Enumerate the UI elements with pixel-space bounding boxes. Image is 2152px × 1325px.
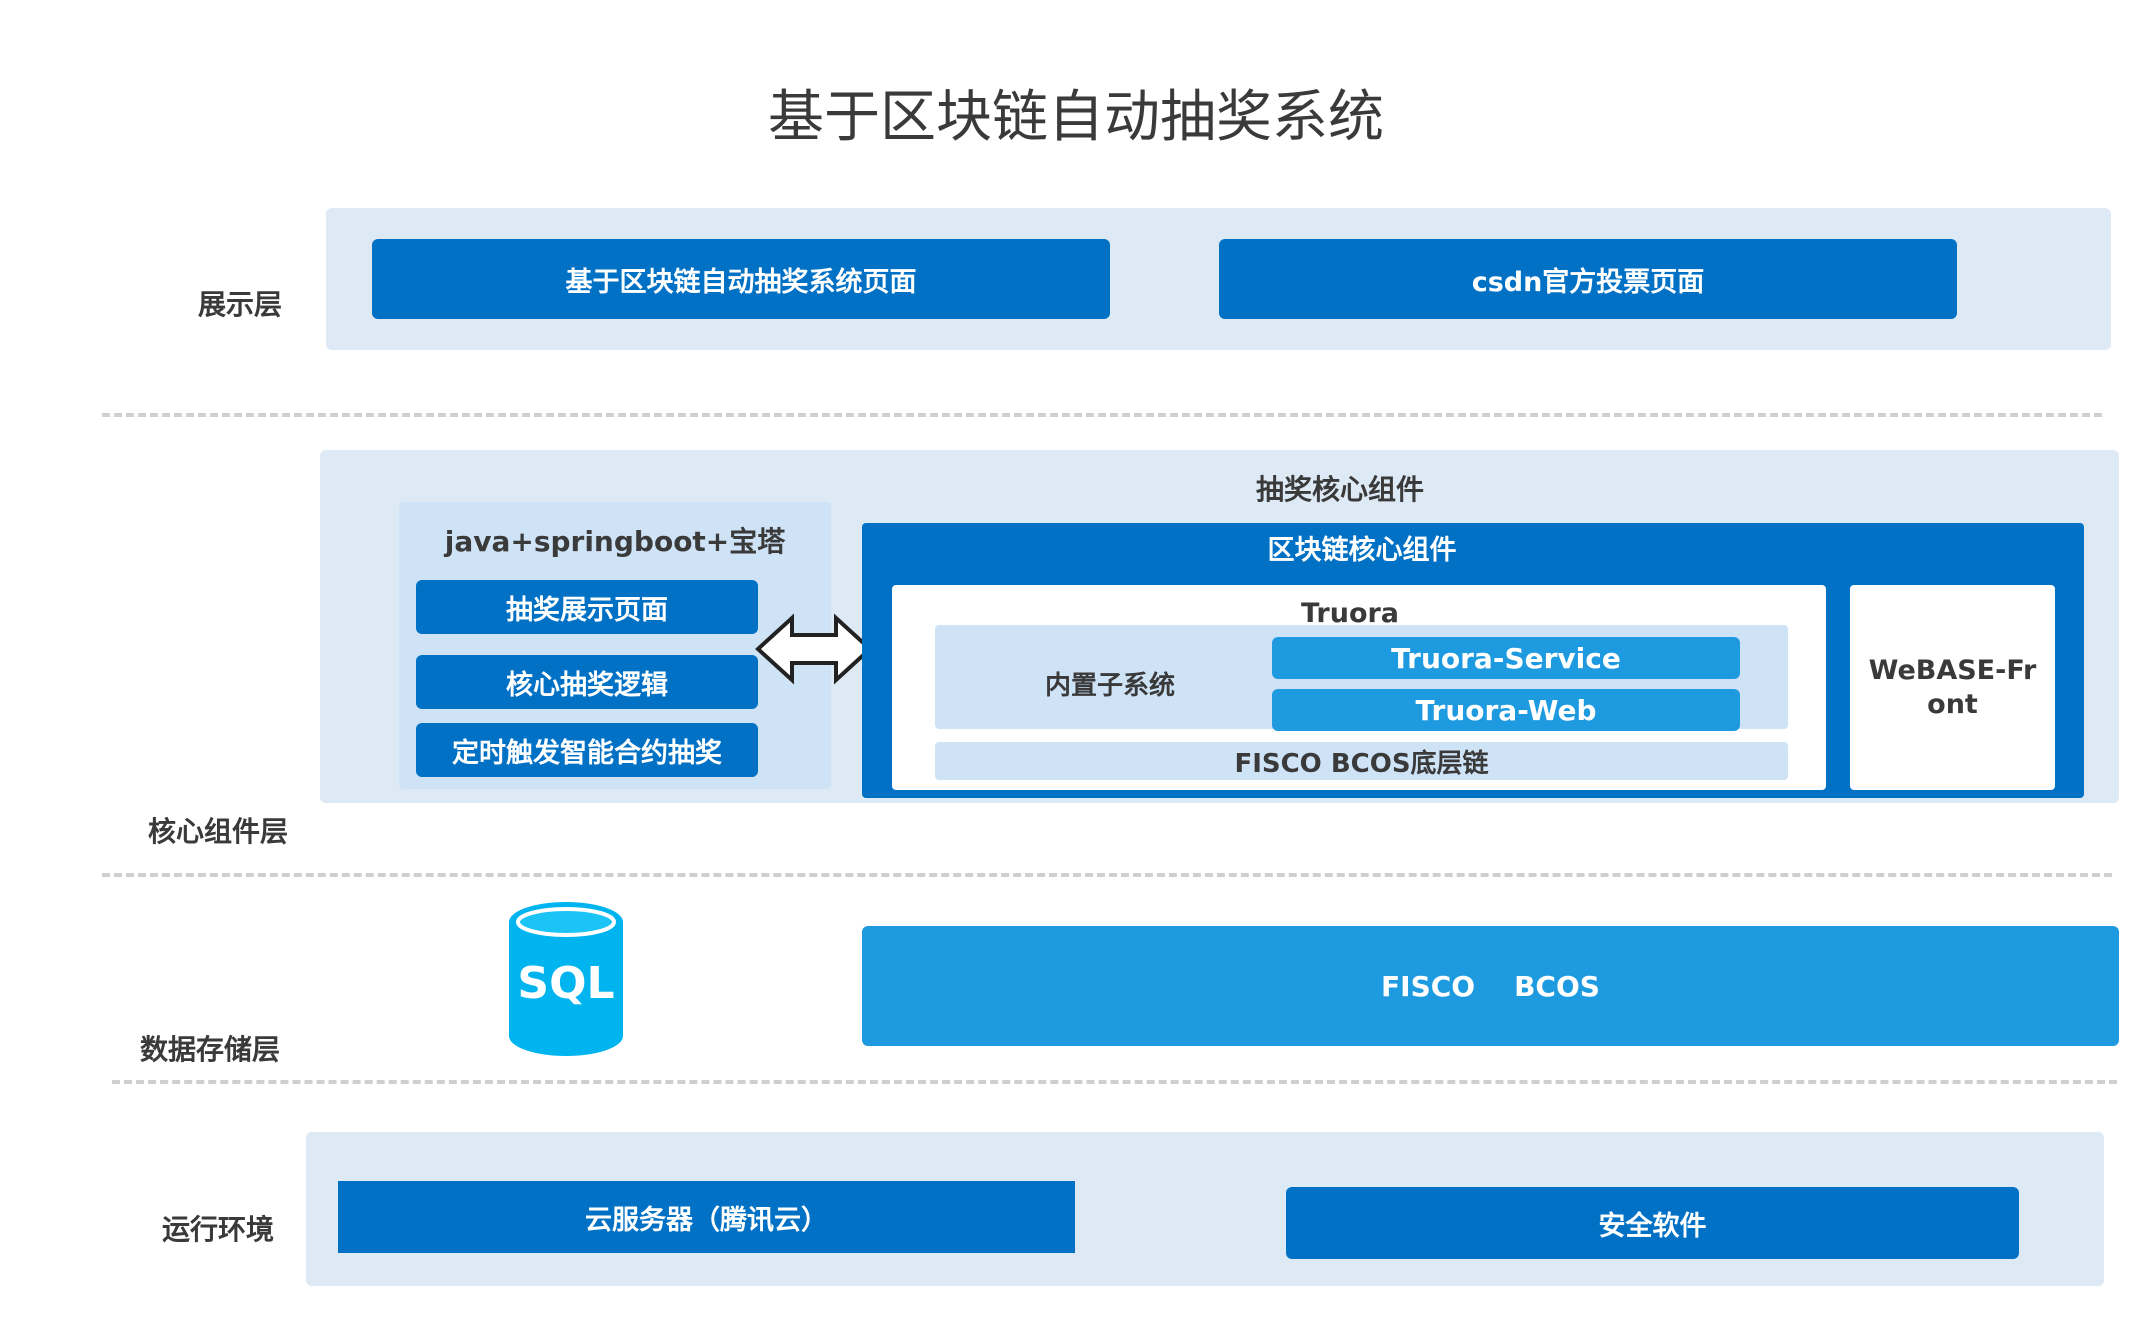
truora-service-box: Truora-Service [1272, 637, 1740, 679]
layer-divider [102, 873, 2112, 877]
layer-label-runtime: 运行环境 [162, 1213, 275, 1246]
truora-web-box: Truora-Web [1272, 689, 1740, 731]
sql-database-icon [509, 902, 623, 1056]
fisco-bcos-storage-box: FISCO BCOS [862, 926, 2119, 1046]
blockchain-core-title: 区块链核心组件 [1267, 535, 1457, 566]
core-lottery-logic-box: 核心抽奖逻辑 [416, 655, 758, 709]
fisco-bcos-base-chain-box: FISCO BCOS底层链 [935, 742, 1788, 780]
layer-label-storage: 数据存储层 [140, 1033, 281, 1066]
lottery-display-page-box: 抽奖展示页面 [416, 580, 758, 634]
webase-front-box: WeBASE-Front [1850, 585, 2055, 790]
sql-icon-label: SQL [517, 958, 615, 1009]
timed-contract-lottery-box: 定时触发智能合约抽奖 [416, 723, 758, 777]
layer-divider [112, 1080, 2117, 1084]
app-stack-title: java+springboot+宝塔 [444, 525, 786, 558]
core-group-title: 抽奖核心组件 [1255, 473, 1424, 506]
security-software-box: 安全软件 [1286, 1187, 2019, 1259]
truora-title: Truora [1300, 598, 1400, 629]
diagram-title: 基于区块链自动抽奖系统 [768, 85, 1384, 150]
csdn-vote-page-box: csdn官方投票页面 [1219, 239, 1957, 319]
cloud-server-box: 云服务器（腾讯云） [338, 1181, 1075, 1253]
subsystem-label: 内置子系统 [1044, 671, 1175, 701]
layer-label-core: 核心组件层 [148, 815, 289, 848]
layer-label-display: 展示层 [198, 288, 283, 321]
layer-divider [102, 413, 2102, 417]
lottery-system-page-box: 基于区块链自动抽奖系统页面 [372, 239, 1110, 319]
double-arrow-icon [755, 613, 873, 685]
